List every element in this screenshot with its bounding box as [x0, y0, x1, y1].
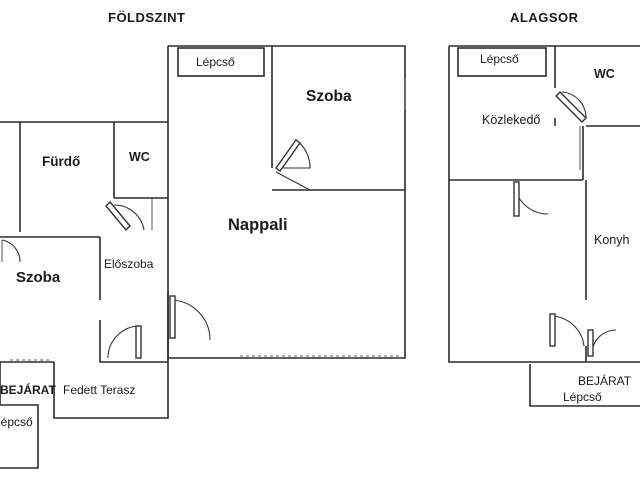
label-wc-basement: WC	[594, 67, 615, 81]
label-lepcso-basement-bottom: Lépcső	[563, 390, 602, 404]
label-bejarat-ground: BEJÁRAT	[0, 382, 56, 397]
label-lepcso-top: Lépcső	[196, 55, 235, 69]
label-nappali: Nappali	[228, 216, 288, 234]
label-szoba-right: Szoba	[306, 88, 352, 105]
ground-floor-title: FÖLDSZINT	[108, 10, 185, 25]
label-lepcso-basement: Lépcső	[480, 52, 519, 66]
basement-title: ALAGSOR	[510, 10, 579, 25]
label-szoba-left: Szoba	[16, 269, 61, 286]
label-kozlekedo: Közlekedő	[482, 113, 540, 127]
label-konyha: Konyh	[594, 233, 629, 247]
ground-floor-doors	[1, 139, 311, 359]
label-eloszoba: Előszoba	[104, 257, 154, 271]
label-bejarat-basement: BEJÁRAT	[578, 373, 632, 388]
ground-floor-walls	[0, 45, 406, 469]
label-wc-ground: WC	[129, 150, 150, 164]
label-fedett-terasz: Fedett Terasz	[63, 383, 135, 397]
label-lepcso-bottom: Lépcső	[0, 415, 33, 429]
label-furdo: Fürdő	[42, 154, 80, 169]
basement-walls	[448, 45, 640, 407]
basement-doors	[513, 91, 617, 357]
